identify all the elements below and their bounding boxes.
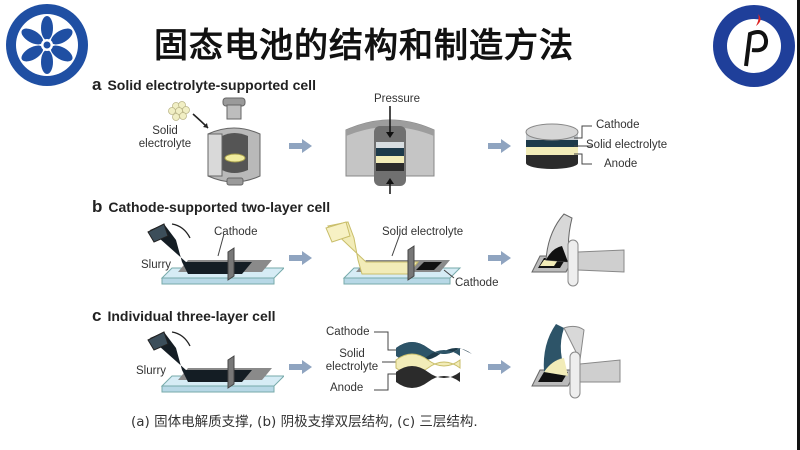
- label-leader-lines: [574, 125, 592, 165]
- three-layer-peel-figure: [531, 324, 621, 399]
- peel-off-figure: [531, 213, 625, 287]
- section-a-heading: a Solid electrolyte-supported cell: [92, 75, 316, 95]
- label-cathode: Cathode: [455, 277, 499, 289]
- iop-cas-logo: [713, 5, 795, 87]
- figure-caption: (a) 固体电解质支撑, (b) 阴极支撑双层结构, (c) 三层结构.: [131, 414, 478, 430]
- cas-logo: [6, 4, 88, 86]
- label-slurry: Slurry: [136, 365, 167, 377]
- section-a-letter: a: [92, 75, 102, 94]
- label-solid: Solid: [339, 348, 365, 360]
- section-b-letter: b: [92, 197, 103, 216]
- label-anode: Anode: [604, 158, 638, 170]
- arrow-right-icon: [488, 139, 511, 153]
- label-cathode: Cathode: [596, 119, 640, 131]
- label-pressure: Pressure: [374, 93, 421, 105]
- label-solid-electrolyte: Solid electrolyte: [322, 348, 382, 374]
- slide-title: 固态电池的结构和制造方法: [154, 26, 574, 66]
- three-layer-casting-figure: [147, 331, 284, 393]
- label-cathode: Cathode: [326, 326, 370, 338]
- arrow-right-icon: [289, 139, 312, 153]
- label-solid-electrolyte: Solid electrolyte: [382, 226, 464, 238]
- section-c-title: Individual three-layer cell: [107, 308, 276, 324]
- label-electrolyte: electrolyte: [325, 361, 379, 373]
- label-text: Solid electrolyte: [138, 125, 192, 150]
- label-solid-electrolyte-powder: Solid electrolyte: [138, 125, 192, 151]
- right-edge-border: [797, 0, 800, 450]
- label-slurry: Slurry: [141, 259, 172, 271]
- cathode-casting-figure: [147, 223, 284, 285]
- arrow-right-icon: [488, 251, 511, 265]
- section-c-heading: c Individual three-layer cell: [92, 306, 276, 326]
- press-die-figure: [168, 97, 261, 186]
- pressed-die-figure: [345, 106, 435, 194]
- three-layer-sheets-figure: [374, 331, 472, 391]
- label-cathode: Cathode: [214, 226, 258, 238]
- arrow-right-icon: [289, 251, 312, 265]
- electrolyte-casting-figure: [325, 221, 462, 285]
- pellet-cell-figure: [525, 123, 579, 169]
- label-anode: Anode: [330, 382, 364, 394]
- arrow-right-icon: [488, 360, 511, 374]
- arrow-right-icon: [289, 360, 312, 374]
- label-solid-electrolyte: Solid electrolyte: [586, 139, 668, 151]
- section-c-letter: c: [92, 306, 102, 325]
- section-b-heading: b Cathode-supported two-layer cell: [92, 197, 330, 217]
- section-b-title: Cathode-supported two-layer cell: [108, 199, 331, 215]
- section-a-title: Solid electrolyte-supported cell: [107, 77, 316, 93]
